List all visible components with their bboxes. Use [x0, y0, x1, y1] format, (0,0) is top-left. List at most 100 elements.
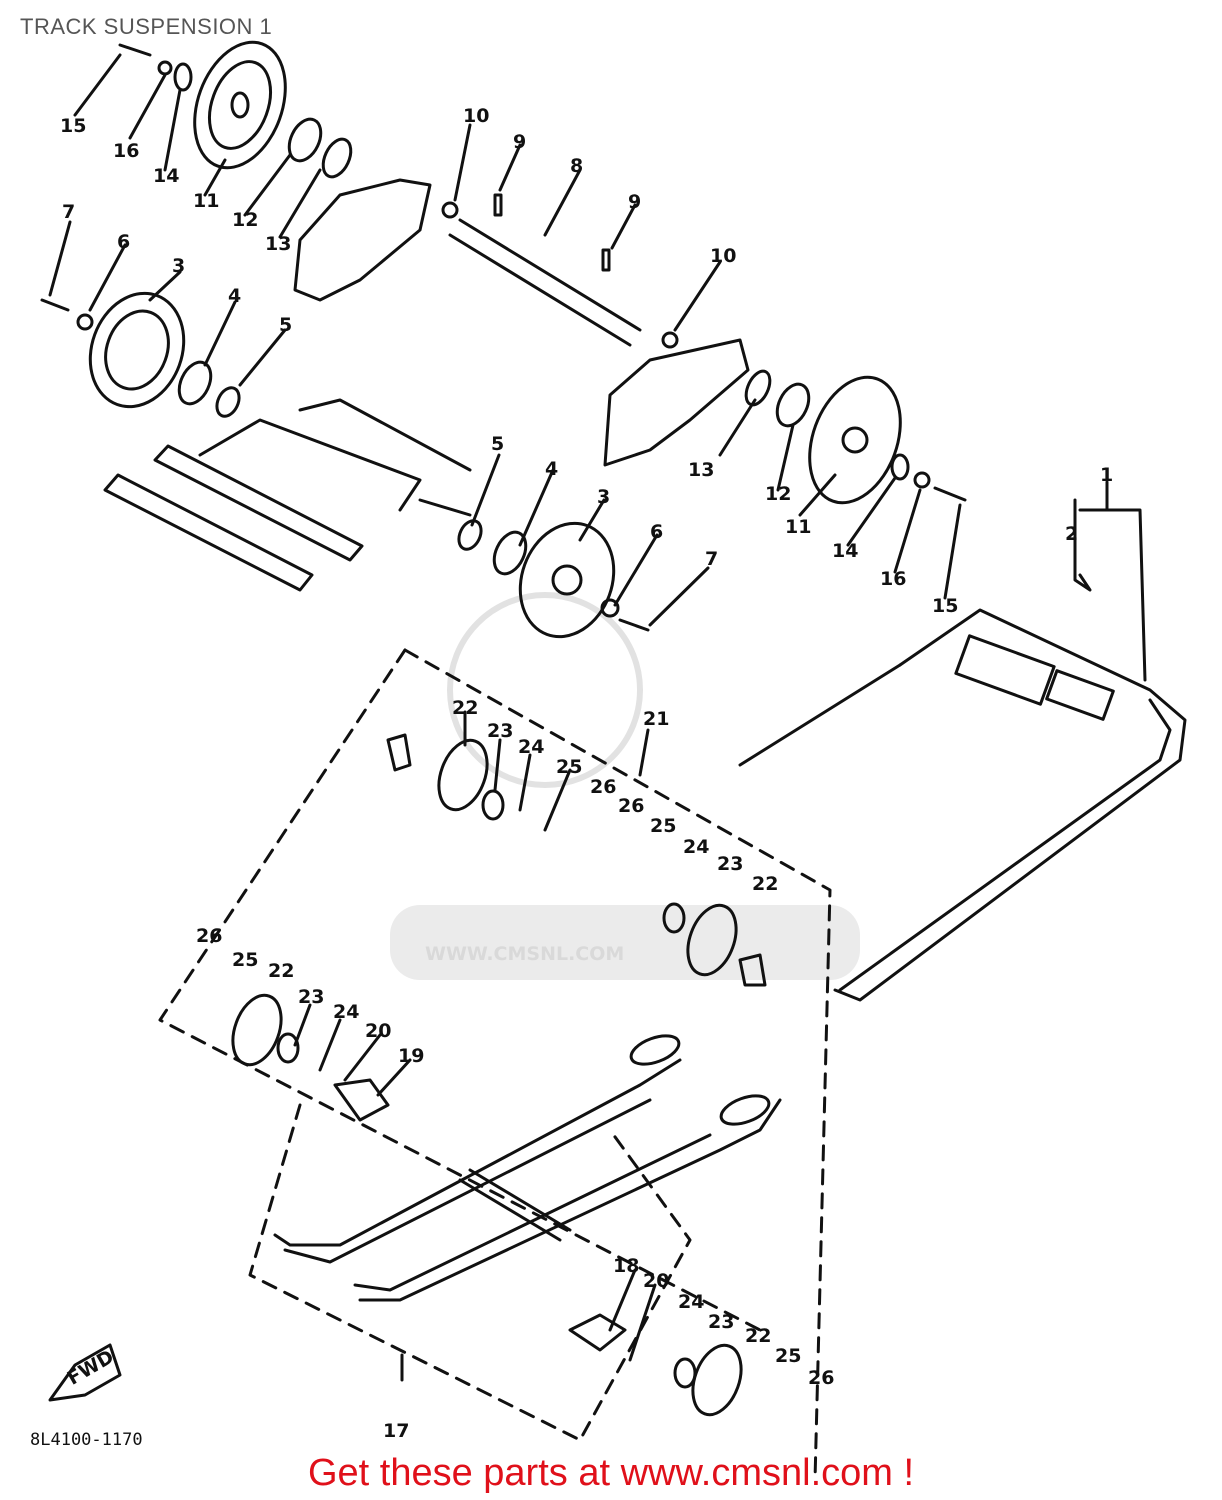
callout-7: 7 [705, 548, 718, 570]
callout-12: 12 [765, 483, 791, 505]
bearing-23-b [662, 902, 686, 934]
washer-16-right [913, 471, 931, 489]
bearing-4-center [492, 530, 528, 576]
collar-5-left [215, 386, 241, 418]
promo-link[interactable]: Get these parts at www.cmsnl.com ! [307, 1452, 915, 1494]
callout-22: 22 [452, 697, 478, 719]
group-outline-right [403, 648, 832, 1482]
washer-6-center [600, 598, 620, 618]
callout-14: 14 [153, 165, 179, 187]
callout-26: 26 [196, 925, 222, 947]
callout-24: 24 [333, 1001, 359, 1023]
callout-23: 23 [487, 720, 513, 742]
washer-6-left [76, 313, 94, 331]
callout-13: 13 [265, 233, 291, 255]
callout-4: 4 [228, 285, 241, 307]
callout-23: 23 [717, 853, 743, 875]
bracket-a [386, 733, 412, 772]
callout-labels: 1516141112131098910763451312111416155436… [60, 105, 1113, 1442]
wheel-22-a [437, 738, 489, 812]
spacer-14-right [890, 453, 910, 481]
track-clip-2 [1073, 498, 1092, 592]
watermark-url: WWW.CMSNL.COM [425, 943, 624, 965]
track-belt [738, 608, 1187, 1002]
callout-9: 9 [628, 191, 641, 213]
callout-24: 24 [678, 1291, 704, 1313]
bearing-12-right [775, 382, 811, 428]
callout-25: 25 [650, 815, 676, 837]
callout-8: 8 [570, 155, 583, 177]
callout-17: 17 [383, 1420, 409, 1442]
arm-bracket-right [603, 338, 750, 467]
callout-3: 3 [597, 486, 610, 508]
callout-23: 23 [708, 1311, 734, 1333]
callout-18: 18 [613, 1255, 639, 1277]
callout-24: 24 [518, 736, 544, 758]
fwd-arrow-icon [48, 1343, 122, 1402]
callout-24: 24 [683, 836, 709, 858]
collar-13-top [321, 137, 353, 179]
callout-3: 3 [172, 255, 185, 277]
shaft-8 [448, 218, 642, 347]
callout-15: 15 [60, 115, 86, 137]
callout-10: 10 [710, 245, 736, 267]
fwd-label: FWD [64, 1346, 118, 1390]
bolt-7-left [40, 298, 70, 312]
idler-wheel-11-right [808, 375, 902, 505]
callout-6: 6 [117, 231, 130, 253]
callout-20: 20 [643, 1270, 669, 1292]
front-arm-frame [103, 398, 472, 592]
bolt-15-right [933, 486, 967, 502]
callout-25: 25 [556, 756, 582, 778]
callout-16: 16 [880, 568, 906, 590]
callout-14: 14 [832, 540, 858, 562]
callout-11: 11 [785, 516, 811, 538]
watermark-logo: WWW.CMSNL.COM [390, 592, 860, 980]
bushing-10-a [441, 201, 459, 219]
bracket-b [738, 953, 767, 987]
spacer-14-top [173, 62, 193, 92]
collar-13-right [744, 369, 772, 407]
callout-19: 19 [398, 1045, 424, 1067]
group-outline-rail [158, 648, 762, 1332]
track-leader-1 [1078, 508, 1147, 682]
callout-11: 11 [193, 190, 219, 212]
callout-16: 16 [113, 140, 139, 162]
callout-13: 13 [688, 459, 714, 481]
callout-15: 15 [932, 595, 958, 617]
bearing-23-d [673, 1357, 697, 1389]
callout-10: 10 [463, 105, 489, 127]
bushing-10-b [661, 331, 679, 349]
callout-26: 26 [618, 795, 644, 817]
callout-2: 2 [1065, 523, 1078, 545]
idler-wheel-11-top [193, 40, 287, 170]
bolt-15-top [118, 43, 152, 57]
callout-22: 22 [752, 873, 778, 895]
callout-5: 5 [491, 433, 504, 455]
diagram-code: 8L4100-1170 [30, 1430, 143, 1450]
callout-22: 22 [745, 1325, 771, 1347]
bracket-18 [568, 1313, 627, 1352]
bracket-19 [333, 1078, 390, 1122]
idler-wheel-3-center [518, 521, 616, 639]
callout-26: 26 [808, 1367, 834, 1389]
callout-26: 26 [590, 776, 616, 798]
callout-23: 23 [298, 986, 324, 1008]
slide-rail-assembly [273, 1034, 782, 1302]
callout-1: 1 [1100, 464, 1113, 486]
callout-4: 4 [545, 458, 558, 480]
callout-25: 25 [232, 949, 258, 971]
callout-20: 20 [365, 1020, 391, 1042]
callout-12: 12 [232, 209, 258, 231]
callout-6: 6 [650, 521, 663, 543]
bolt-7-center [618, 618, 650, 632]
callout-21: 21 [643, 708, 669, 730]
bearing-12-top [287, 117, 323, 163]
arm-bracket-left [293, 178, 432, 302]
callout-25: 25 [775, 1345, 801, 1367]
group-outline-bottom [248, 1103, 692, 1442]
callout-9: 9 [513, 131, 526, 153]
page-title: TRACK SUSPENSION 1 [20, 14, 273, 39]
callout-5: 5 [279, 314, 292, 336]
